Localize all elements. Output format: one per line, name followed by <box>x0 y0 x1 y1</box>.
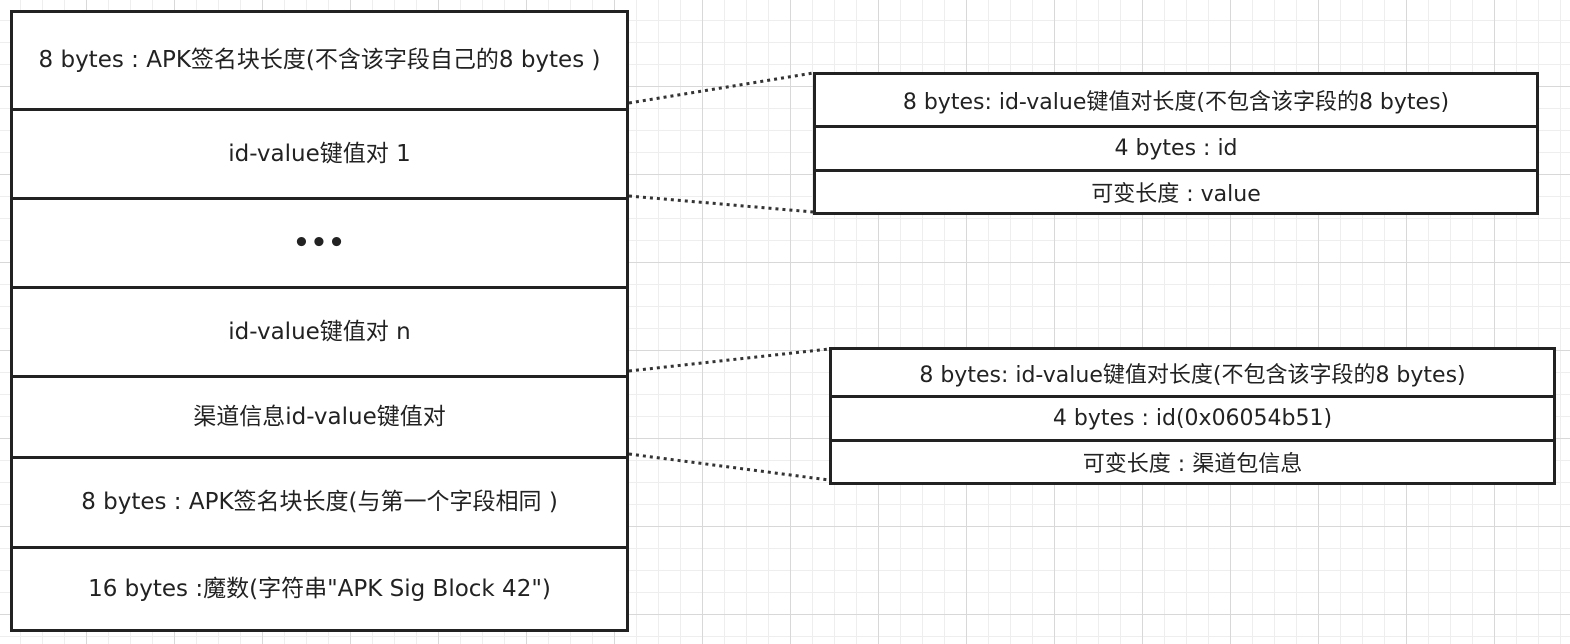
apk-signing-block-stack: 8 bytes : APK签名块长度(不含该字段自己的8 bytes ) id-… <box>10 10 629 632</box>
stack-row-block-size-footer: 8 bytes : APK签名块长度(与第一个字段相同 ) <box>13 456 626 546</box>
detail1-row-value: 可变长度 : value <box>816 169 1536 212</box>
detail2-row-length: 8 bytes: id-value键值对长度(不包含该字段的8 bytes) <box>832 350 1553 395</box>
connector-detail2-top <box>628 347 830 373</box>
detail2-row-value: 可变长度 : 渠道包信息 <box>832 439 1553 482</box>
detail1-row-length: 8 bytes: id-value键值对长度(不包含该字段的8 bytes) <box>816 75 1536 125</box>
stack-row-id-value-pair-1: id-value键值对 1 <box>13 108 626 197</box>
channel-id-value-pair-detail: 8 bytes: id-value键值对长度(不包含该字段的8 bytes) 4… <box>829 347 1556 485</box>
stack-row-magic: 16 bytes :魔数(字符串"APK Sig Block 42") <box>13 546 626 629</box>
connector-detail1-top <box>628 71 814 105</box>
detail2-row-id: 4 bytes : id(0x06054b51) <box>832 395 1553 439</box>
connector-detail1-bottom <box>628 194 814 214</box>
stack-row-id-value-pair-n: id-value键值对 n <box>13 286 626 375</box>
id-value-pair-detail: 8 bytes: id-value键值对长度(不包含该字段的8 bytes) 4… <box>813 72 1539 215</box>
stack-row-block-size-header: 8 bytes : APK签名块长度(不含该字段自己的8 bytes ) <box>13 13 626 108</box>
stack-row-channel-id-value-pair: 渠道信息id-value键值对 <box>13 375 626 456</box>
detail1-row-id: 4 bytes : id <box>816 125 1536 169</box>
connector-detail2-bottom <box>628 452 830 482</box>
stack-row-ellipsis: ••• <box>13 197 626 286</box>
